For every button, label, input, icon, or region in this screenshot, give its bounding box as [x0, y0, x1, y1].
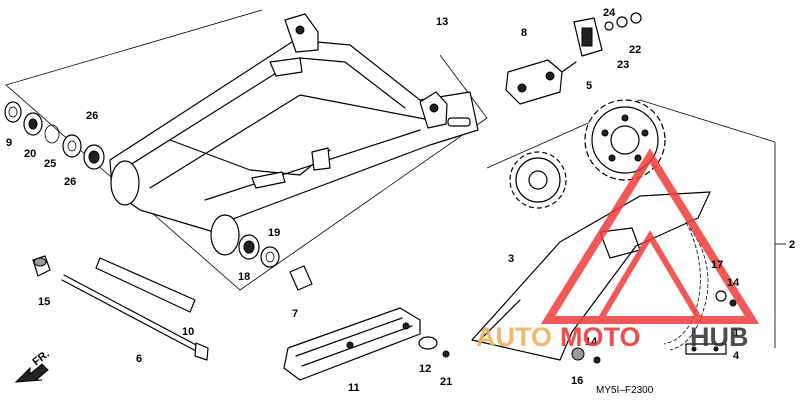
- chain-case-collar: [571, 347, 585, 361]
- adjuster-plate: [573, 17, 603, 57]
- drive-chain: [663, 221, 709, 351]
- callout-13: 13: [436, 16, 448, 28]
- callout-11: 11: [348, 382, 360, 394]
- callout-4: 4: [733, 350, 740, 362]
- callout-12: 12: [419, 363, 431, 375]
- chain-joint: [685, 343, 727, 355]
- callout-18: 18: [238, 271, 250, 283]
- watermark-word-moto: MOTO: [560, 322, 641, 352]
- slider-clip: [418, 336, 438, 350]
- callout-23: 23: [617, 59, 629, 71]
- callout-14-left: 14: [585, 336, 598, 348]
- callout-6: 6: [136, 353, 142, 365]
- callout-16: 16: [571, 375, 583, 387]
- callout-24: 24: [603, 7, 616, 19]
- chain-case-bolt: [593, 356, 601, 364]
- callout-26-lower: 26: [64, 176, 76, 188]
- callout-2: 2: [789, 239, 795, 251]
- pivot-bushing: [62, 134, 82, 158]
- drive-sprocket: [509, 151, 567, 209]
- callout-9: 9: [6, 137, 12, 149]
- front-arrow: [14, 363, 49, 383]
- swingarm: [109, 13, 479, 256]
- watermark-word-auto: AUTO: [476, 322, 552, 352]
- callout-17: 17: [711, 259, 723, 271]
- pivot-nut: [32, 255, 51, 277]
- callout-22: 22: [629, 44, 641, 56]
- callout-14-right: 14: [727, 277, 740, 289]
- callout-1: 1: [733, 327, 739, 339]
- callout-8: 8: [521, 27, 527, 39]
- callout-19: 19: [268, 227, 280, 239]
- watermark-triangle-inner: [594, 230, 706, 323]
- callout-3: 3: [508, 253, 514, 265]
- adjuster-washer: [604, 21, 614, 31]
- right-pivot-seal: [260, 246, 280, 268]
- adjuster-locknut: [630, 12, 642, 24]
- callout-7: 7: [292, 308, 298, 320]
- case-screw: [729, 299, 737, 307]
- callout-15: 15: [38, 296, 50, 308]
- callout-20: 20: [24, 148, 36, 160]
- drive-group-outline: [486, 99, 776, 348]
- right-pivot-bearing: [238, 234, 260, 260]
- slider-screw: [442, 350, 450, 358]
- pivot-circlip: [44, 124, 60, 144]
- adjuster-nut: [616, 16, 628, 28]
- callout-10: 10: [182, 326, 194, 338]
- pivot-dust-seal: [4, 101, 22, 123]
- chain-adjuster: [505, 59, 577, 105]
- shock-collar: [289, 265, 313, 291]
- callout-26-upper: 26: [86, 110, 98, 122]
- watermark-word-hub: HUB: [690, 322, 749, 352]
- callout-25: 25: [44, 158, 56, 170]
- chain-slider: [283, 307, 421, 381]
- pivot-needle-bearing: [83, 144, 105, 170]
- callout-5: 5: [586, 80, 592, 92]
- diagram-code: MY5I–F2300: [596, 385, 654, 396]
- watermark-logo: [540, 148, 760, 324]
- case-grommet: [715, 290, 727, 302]
- callout-21: 21: [440, 376, 452, 388]
- pivot-oil-seal: [23, 112, 43, 136]
- front-label: FR.: [30, 348, 51, 368]
- pivot-bolt: [61, 274, 209, 361]
- pivot-collar: [95, 257, 196, 313]
